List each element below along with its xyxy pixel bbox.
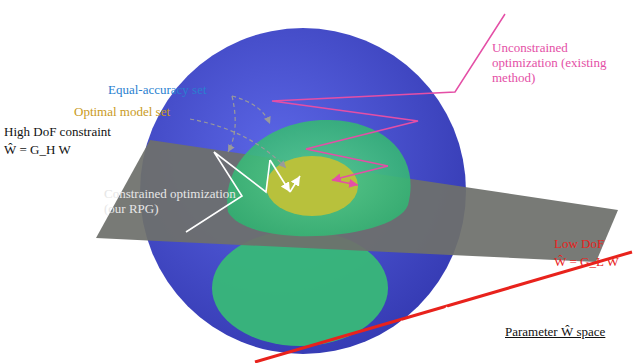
- set-label: Equal-accuracy set: [108, 82, 238, 97]
- method-label: Constrained optimization (our RPG): [104, 186, 254, 216]
- upper-green-region: [227, 120, 410, 236]
- formula-label: Ŵ = G_H W: [4, 142, 124, 157]
- unconstrained-path: [332, 166, 388, 180]
- low-dof-step: [440, 291, 512, 313]
- leader-line: [228, 96, 235, 152]
- unconstrained-path: [272, 14, 505, 166]
- leader-line: [190, 119, 286, 168]
- low-dof-step: [395, 313, 440, 327]
- axis-label: Parameter Ŵ space: [505, 324, 633, 339]
- method-label: Unconstrained optimization (existing met…: [492, 40, 632, 85]
- leader-line: [232, 96, 270, 124]
- constrained-path: [270, 160, 290, 192]
- set-label: Optimal model set: [74, 104, 194, 119]
- constraint-label: High DoF constraint: [4, 124, 144, 139]
- unconstrained-path: [332, 180, 358, 185]
- constrained-path: [290, 176, 300, 192]
- optimal-core: [266, 156, 358, 216]
- formula-label: Ŵ = G_L W: [554, 254, 634, 269]
- constraint-label: Low DoF: [554, 236, 634, 251]
